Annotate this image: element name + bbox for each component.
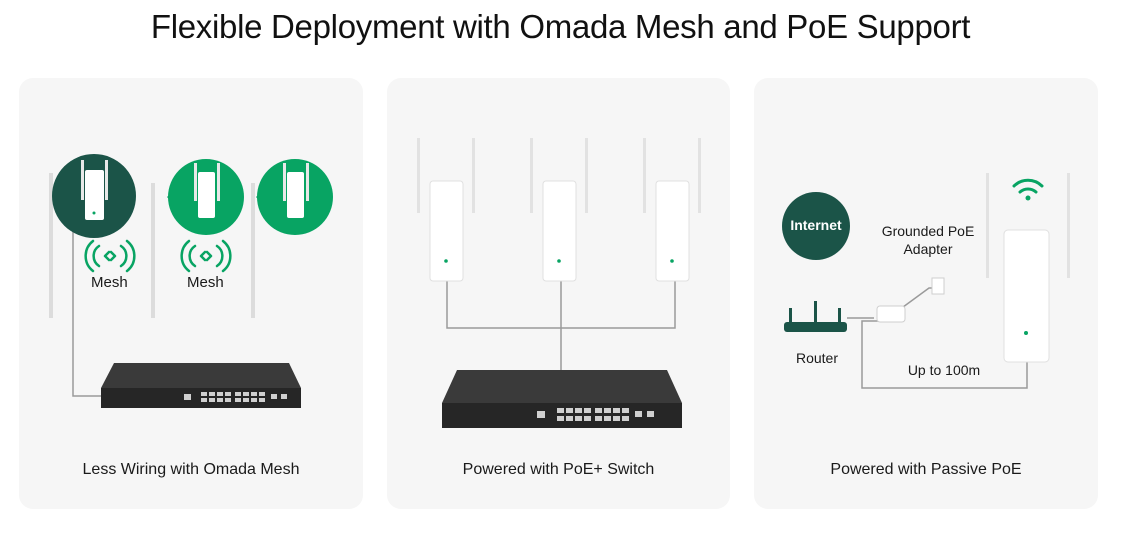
access-point-icon (256, 159, 333, 235)
mesh-label: Mesh (91, 274, 128, 291)
router-icon (784, 301, 847, 332)
card-caption: Powered with Passive PoE (830, 461, 1022, 478)
access-point-icon (52, 154, 136, 238)
card-passive-poe: Internet Grounded PoE Adapter Router Up … (754, 78, 1098, 509)
adapter-label: Grounded PoE Adapter (881, 223, 975, 257)
omada-switch-icon (442, 370, 682, 428)
access-point-icon (417, 138, 475, 282)
mesh-label: Mesh (187, 274, 224, 291)
passive-poe-illustration (782, 173, 1070, 389)
distance-label: Up to 100m (907, 362, 981, 378)
access-point-icon (643, 138, 701, 282)
access-point-icon (530, 138, 588, 282)
card-caption: Less Wiring with Omada Mesh (82, 461, 300, 478)
mesh-signal-icon (180, 239, 232, 273)
mesh-illustration (49, 154, 333, 408)
wifi-icon (1012, 178, 1044, 201)
poe-switch-illustration (417, 138, 701, 428)
router-label: Router (795, 350, 839, 366)
poe-adapter-icon (876, 277, 945, 323)
page-title: Flexible Deployment with Omada Mesh and … (150, 8, 971, 45)
access-point-icon (167, 159, 244, 235)
card-poe-switch: Powered with PoE+ Switch (387, 78, 730, 509)
access-point-icon (986, 173, 1070, 363)
omada-switch-icon (101, 363, 301, 408)
internet-label: Internet (790, 217, 842, 233)
mesh-signal-icon (84, 239, 136, 273)
internet-circle (782, 192, 850, 260)
card-caption: Powered with PoE+ Switch (462, 461, 655, 478)
card-mesh: Mesh Mesh Less Wiring with Omada Mesh (19, 78, 363, 509)
